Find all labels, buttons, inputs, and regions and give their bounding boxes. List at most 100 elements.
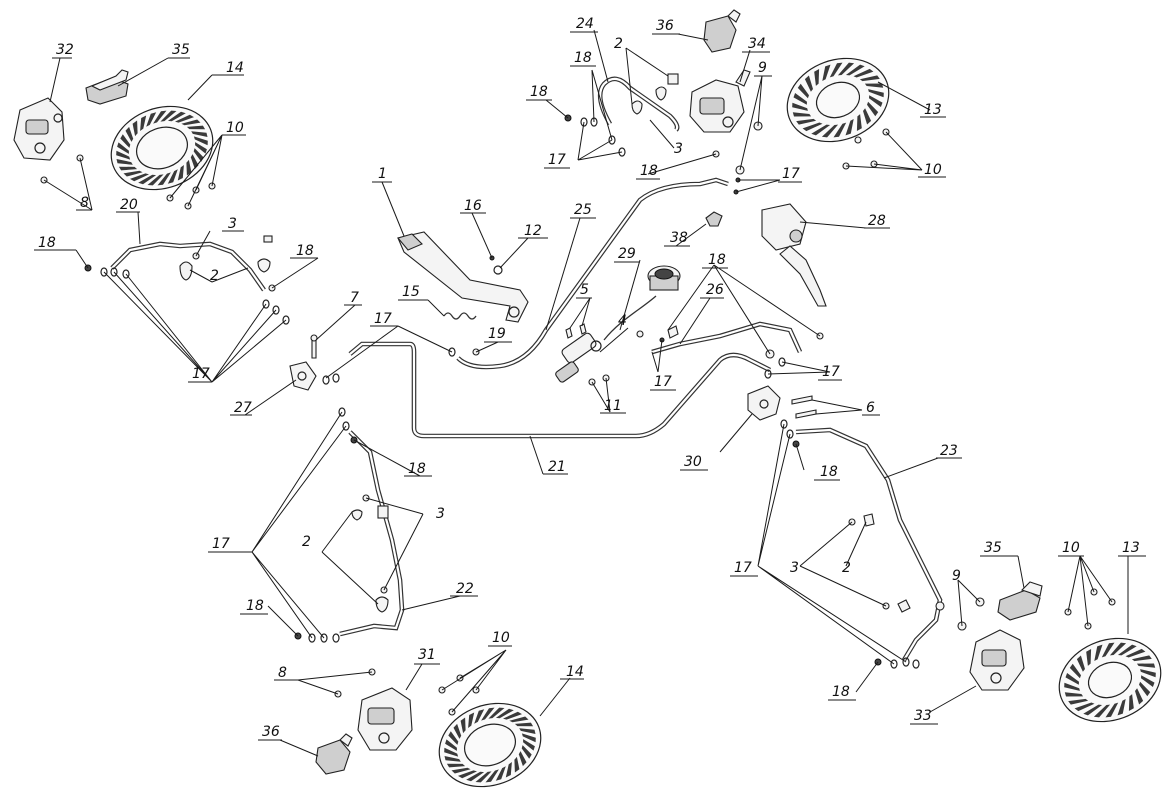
disc-vent-slot [792,102,808,111]
disc-vent-slot [175,114,194,123]
disc-vent-slot [451,767,471,774]
disc-vent-slot [495,708,514,719]
disc-vent-slot [1117,644,1137,656]
disc-vent-slot [845,64,865,76]
disc-vent-slot [120,134,131,148]
disc-vent-slot [167,111,186,122]
disc-vent-slot [814,69,820,86]
callout-35: 35 [172,42,190,58]
disc-vent-slot [118,166,138,171]
disc-vent-slot [468,712,475,728]
return-spring-15 [443,312,477,320]
hardware [40,73,1116,716]
disc-vent-slot [195,142,207,154]
disc-vent-slot [521,745,532,759]
callout-3-left: 3 [228,216,237,232]
caliper-32 [13,97,65,161]
disc-vent-slot [193,136,208,146]
disc-vent-slot [1064,692,1084,697]
brake-disc-front-left [110,105,214,191]
callout-18-lower: 18 [246,598,264,614]
disc-vent-slot [193,148,204,162]
brake-disc-front-right [786,57,890,143]
brake-line-21 [348,341,772,439]
disc-vent-slot [1141,675,1155,687]
brake-hose-23 [795,427,943,662]
disc-vent-slot [869,95,883,107]
disc-vent-slot [1105,702,1119,718]
brake-pads-36-top [703,9,741,53]
disc-vent-slot [519,728,536,734]
callout-33: 33 [914,708,932,724]
disc-vent-slot [466,771,485,782]
callout-2-right: 2 [842,560,851,576]
disc-vent-slot [792,112,812,117]
callout-2-mid: 2 [302,534,311,550]
callout-11: 11 [604,398,622,414]
bracket-27 [289,361,317,391]
callout-18-mid: 18 [408,461,426,477]
callout-28: 28 [868,213,886,229]
brake-disc-rear-right [1058,637,1162,723]
callout-12: 12 [524,223,542,239]
disc-vent-slot [822,64,831,81]
disc-vent-slot [177,165,184,181]
disc-vent-slot [444,756,461,762]
disc-vent-slot [485,769,499,783]
disc-vent-slot [1064,682,1080,691]
disc-vent-slot [821,124,839,138]
callout-23: 23 [940,443,958,459]
disc-vent-slot [505,762,512,778]
callout-17-mid: 17 [374,311,392,327]
disc-vent-slot [856,114,862,131]
callout-10-bottom-right: 10 [1062,540,1080,556]
callout-14-bottom: 14 [566,664,584,680]
callout-14: 14 [226,60,244,76]
disc-vent-slot [518,751,527,767]
master-cylinder-lever-28 [761,203,827,307]
disc-vent-slot [116,150,131,160]
callout-8-top: 8 [80,195,89,211]
leader-lines [43,29,1129,757]
disc-vent-slot [1109,642,1127,656]
disc-vent-slot [191,131,208,137]
brake-hose-20 [110,241,266,292]
disc-vent-slot [186,159,192,176]
disc-vent-slot [503,711,522,720]
disc-vent-slot [138,174,157,185]
callout-17-lower: 17 [212,536,230,552]
disc-vent-slot [1101,642,1115,658]
disc-vent-slot [845,119,854,136]
disc-vent-slot [1069,663,1081,679]
master-cylinder-4 [555,332,602,383]
caliper-33 [969,629,1025,691]
disc-vent-slot [1135,688,1144,705]
disc-vent-slot [523,739,535,751]
callout-10: 10 [226,120,244,136]
callout-17-top-right: 17 [782,166,800,182]
disc-vent-slot [1086,649,1092,666]
callout-17-right-mid: 17 [654,374,672,390]
disc-vent-slot [514,756,520,773]
callout-36-top: 36 [656,18,674,34]
callout-18-left: 18 [38,235,56,251]
disc-vent-slot [474,709,485,724]
disc-vent-slot [1065,673,1079,685]
brake-hose-26 [651,321,803,355]
disc-vent-slot [481,707,495,721]
disc-vent-slot [1093,704,1111,718]
disc-vent-slot [157,172,171,186]
reservoir-29 [603,265,681,341]
callout-18-lower-right: 18 [832,684,850,700]
callout-3-top: 3 [674,141,683,157]
disc-vent-slot [147,174,164,186]
callout-18-top-b: 18 [640,163,658,179]
disc-vent-slot [1076,655,1085,672]
callout-20: 20 [120,197,138,213]
disc-vent-slot [125,126,134,142]
callout-13-top: 13 [924,102,942,118]
callout-2-left: 2 [210,268,219,284]
brake-pads-35-bottom [997,581,1043,621]
callout-16: 16 [464,198,482,214]
disc-vent-slot [130,173,149,182]
